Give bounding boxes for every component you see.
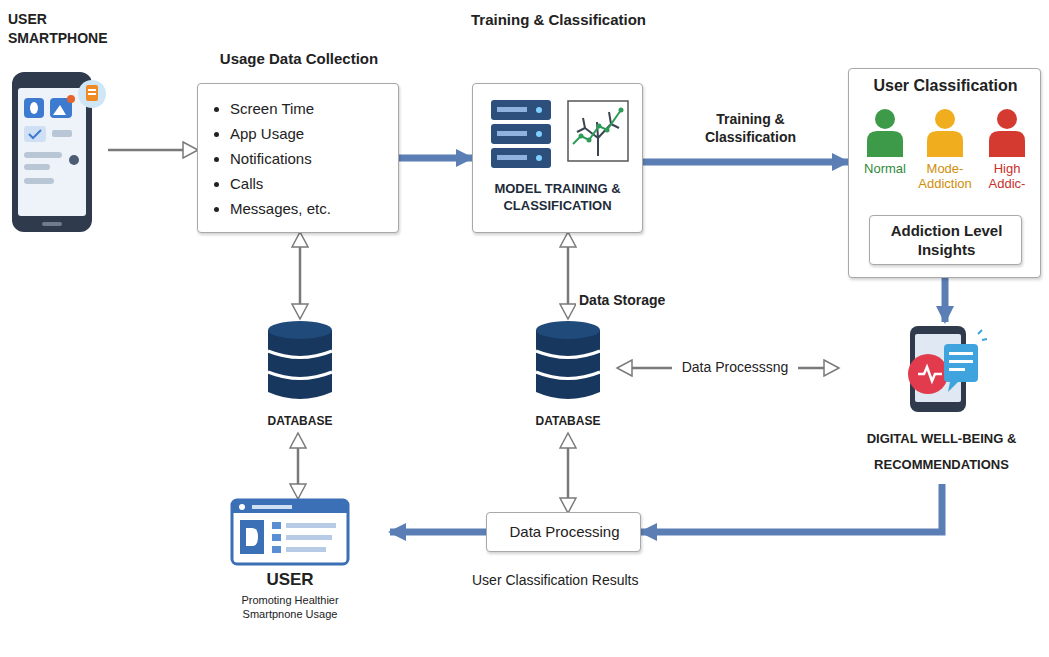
connector-arrow: [299, 233, 302, 318]
edge-label: Data Storage: [576, 292, 668, 308]
node-text: Normal: [853, 161, 917, 176]
process-box: Training & ClassificationMODEL TRAINING …: [472, 83, 643, 233]
icon-node: USER Promoting Healthier Smartpnone Usage: [190, 498, 390, 630]
illustration: [265, 320, 335, 406]
process-box: Usage Data CollectionScreen TimeApp Usag…: [197, 83, 399, 233]
node-title: DATABASE: [518, 414, 618, 428]
list-item: Calls: [230, 171, 388, 196]
illustration: [533, 320, 603, 406]
node-title: Data Processing: [487, 523, 642, 540]
connector-arrow: [390, 529, 486, 536]
list-item: Screen Time: [230, 96, 388, 121]
illustration: [230, 498, 350, 570]
list-item: Notifications: [230, 146, 388, 171]
process-box: Data Processing: [486, 512, 641, 552]
icon-graphic: [985, 107, 1029, 157]
icon-node: DATABASE: [250, 318, 350, 434]
list-item: App Usage: [230, 121, 388, 146]
node-title: Training & Classification: [463, 10, 654, 30]
illustration: [985, 107, 1029, 161]
node-title: DIGITAL WELL-BEING & RECOMMENDATIONS: [838, 426, 1045, 478]
icon-graphic: [567, 100, 629, 162]
process-box: User ClassificationNormalMode- Addiction…: [848, 68, 1041, 278]
icon-node: DIGITAL WELL-BEING & RECOMMENDATIONS: [838, 322, 1045, 484]
icon-graphic: [489, 98, 553, 170]
illustration: [489, 98, 553, 174]
connector-arrow: [643, 159, 848, 166]
illustration: [923, 107, 967, 161]
icon-graphic: [230, 498, 350, 566]
node-title: Addiction Level Insights: [874, 221, 1019, 259]
icon-graphic: [892, 324, 992, 414]
illustration: [892, 324, 992, 418]
edge-label: Data Processsng: [672, 359, 798, 375]
connector-arrow: [942, 278, 949, 322]
node-text: MODEL TRAINING & CLASSIFICATION: [479, 180, 636, 214]
connector-arrow: [108, 149, 197, 152]
node-text: High Addic-: [977, 161, 1037, 191]
node-title: USER SMARTPHONE: [8, 10, 108, 48]
free-label: User Classification Results: [472, 572, 639, 588]
icon-node: DATABASE: [518, 318, 618, 434]
bullet-list: Screen TimeApp UsageNotificationsCallsMe…: [198, 84, 398, 221]
node-title: DATABASE: [250, 414, 350, 428]
icon-graphic: [923, 107, 967, 157]
connector-arrow: [567, 434, 570, 512]
node-text: Promoting Healthier Smartpnone Usage: [210, 593, 370, 621]
connector-arrow: [567, 233, 570, 318]
icon-graphic: [533, 320, 603, 402]
illustration: [567, 100, 629, 166]
connector-arrow: [641, 484, 942, 532]
node-title: User Classification: [849, 77, 1042, 95]
node-title: Usage Data Collection: [188, 50, 410, 67]
list-item: Messages, etc.: [230, 196, 388, 221]
process-box: Addiction Level Insights: [869, 215, 1022, 265]
icon-graphic: [863, 107, 907, 157]
illustration: [8, 72, 108, 240]
connector-arrow: [297, 434, 300, 498]
edge-label: Training & Classification: [700, 110, 801, 146]
icon-node: USER SMARTPHONE: [8, 10, 108, 236]
node-title: USER: [190, 570, 390, 590]
illustration: [863, 107, 907, 161]
icon-graphic: [265, 320, 335, 402]
connector-arrow: [399, 155, 472, 162]
node-text: Mode- Addiction: [915, 161, 975, 191]
icon-graphic: [8, 72, 108, 236]
